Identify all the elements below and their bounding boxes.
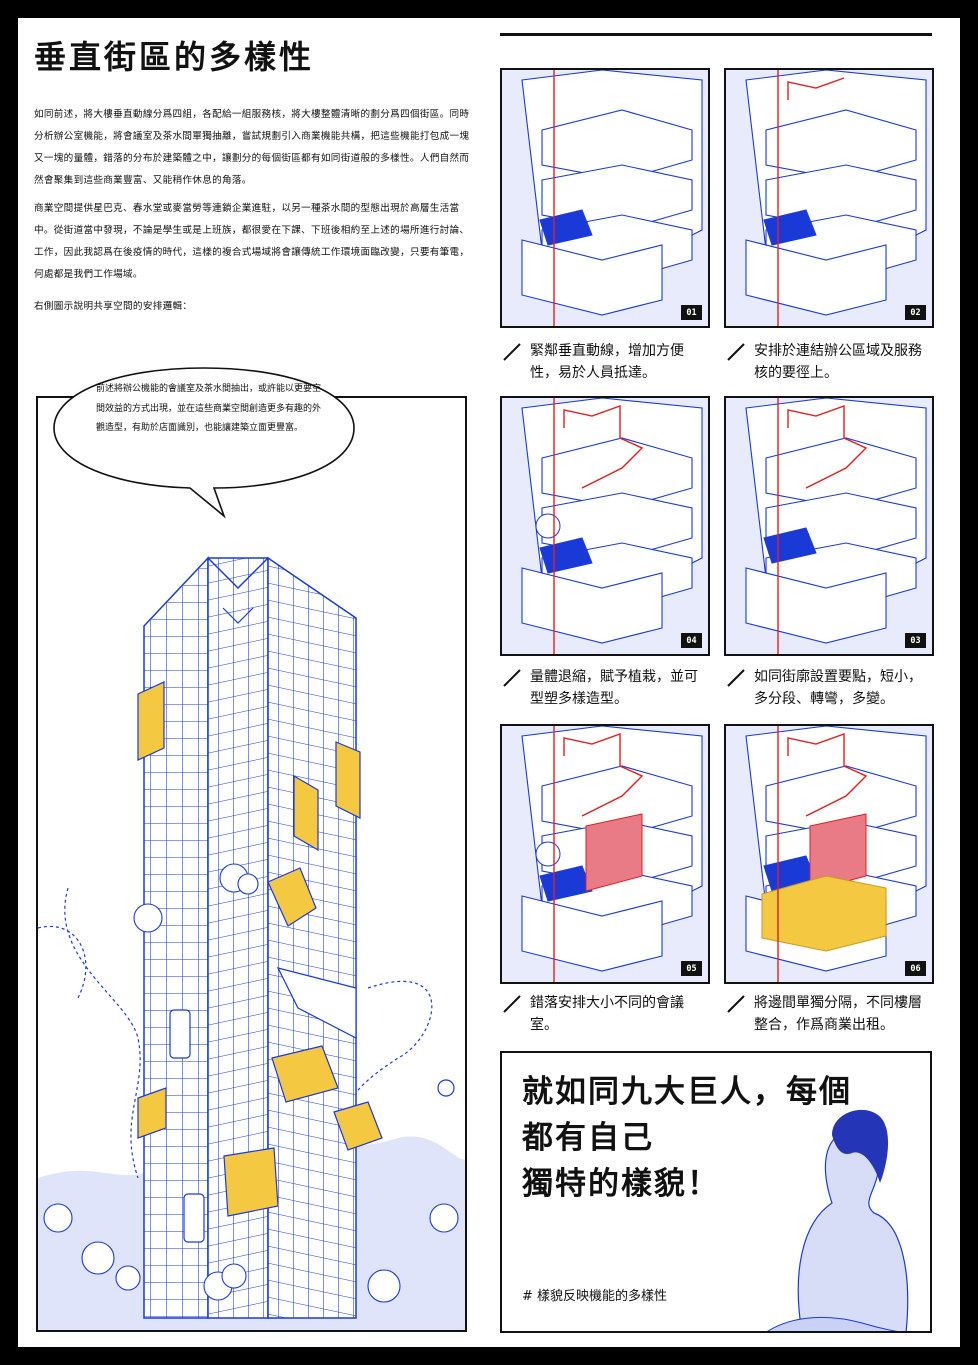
caption-text: 安排於連結辦公區域及服務核的要徑上。 bbox=[754, 343, 922, 381]
diagram-panel-04: 04 bbox=[500, 396, 710, 656]
bubble-text: 前述將辦公機能的會議室及茶水間抽出，或許能以更要空間效益的方式出現，並在這些商業… bbox=[96, 384, 322, 433]
top-rule bbox=[500, 33, 932, 36]
speech-bubble: 前述將辦公機能的會議室及茶水間抽出，或許能以更要空間效益的方式出現，並在這些商業… bbox=[44, 364, 364, 522]
diagram-panel-02: 02 bbox=[724, 68, 934, 328]
tower-illustration bbox=[36, 396, 467, 1332]
caption-text: 緊鄰垂直動線，增加方便性，易於人員抵達。 bbox=[530, 343, 684, 381]
quote-line: 獨特的樣貌！ bbox=[522, 1166, 720, 1202]
caption-text: 錯落安排大小不同的會議室。 bbox=[530, 995, 684, 1033]
diagram-panel-03: 03 bbox=[724, 396, 934, 656]
diagram-panel-05: 05 bbox=[500, 724, 710, 984]
giant-figure-illustration bbox=[767, 1109, 909, 1331]
intro-paragraph-1: 如同前述，將大樓垂直動線分爲四組，各配給一組服務核，將大樓整體清晰的劃分爲四個街… bbox=[34, 109, 470, 186]
slash-icon bbox=[727, 343, 745, 361]
slash-icon bbox=[503, 669, 521, 687]
page-title: 垂直街區的多樣性 bbox=[34, 38, 315, 76]
slash-icon bbox=[727, 995, 745, 1013]
caption-text: 量體退縮，賦予植栽，並可型塑多樣造型。 bbox=[530, 669, 698, 707]
caption-03: 如同街廓設置要點，短小，多分段、轉彎，多變。 bbox=[724, 666, 924, 710]
diagram-panel-06: 06 bbox=[724, 724, 934, 984]
slash-icon bbox=[503, 995, 521, 1013]
caption-01: 緊鄰垂直動線，增加方便性，易於人員抵達。 bbox=[500, 340, 700, 384]
panel-number: 02 bbox=[905, 305, 926, 320]
panel-number: 03 bbox=[905, 633, 926, 648]
panel-number: 04 bbox=[681, 633, 702, 648]
slash-icon bbox=[727, 669, 745, 687]
poster-sheet: 垂直街區的多樣性 如同前述，將大樓垂直動線分爲四組，各配給一組服務核，將大樓整體… bbox=[18, 18, 960, 1347]
caption-05: 錯落安排大小不同的會議室。 bbox=[500, 992, 700, 1036]
caption-06: 將邊間單獨分隔，不同樓層整合，作爲商業出租。 bbox=[724, 992, 924, 1036]
quote-line: 都有自己 bbox=[522, 1120, 654, 1156]
panel-number: 05 bbox=[681, 961, 702, 976]
caption-02: 安排於連結辦公區域及服務核的要徑上。 bbox=[724, 340, 924, 384]
panel-number: 06 bbox=[905, 961, 926, 976]
hashtag: # 樣貌反映機能的多樣性 bbox=[522, 1289, 668, 1304]
intro-paragraph-3: 右側圖示說明共享空間的安排邏輯： bbox=[34, 301, 193, 312]
intro-paragraph-2: 商業空間提供星巴克、春水堂或麥當勞等連鎖企業進駐，以另一種茶水間的型態出現於高層… bbox=[34, 203, 470, 280]
caption-04: 量體退縮，賦予植栽，並可型塑多樣造型。 bbox=[500, 666, 700, 710]
quote-text: 就如同九大巨人，每個 都有自己 獨特的樣貌！ bbox=[522, 1069, 852, 1207]
quote-box: 就如同九大巨人，每個 都有自己 獨特的樣貌！ # 樣貌反映機能的多樣性 bbox=[500, 1051, 932, 1333]
slash-icon bbox=[503, 343, 521, 361]
caption-text: 將邊間單獨分隔，不同樓層整合，作爲商業出租。 bbox=[754, 995, 922, 1033]
caption-text: 如同街廓設置要點，短小，多分段、轉彎，多變。 bbox=[754, 669, 922, 707]
diagram-panel-01: 01 bbox=[500, 68, 710, 328]
quote-line: 就如同九大巨人，每個 bbox=[522, 1074, 852, 1110]
panel-number: 01 bbox=[681, 305, 702, 320]
